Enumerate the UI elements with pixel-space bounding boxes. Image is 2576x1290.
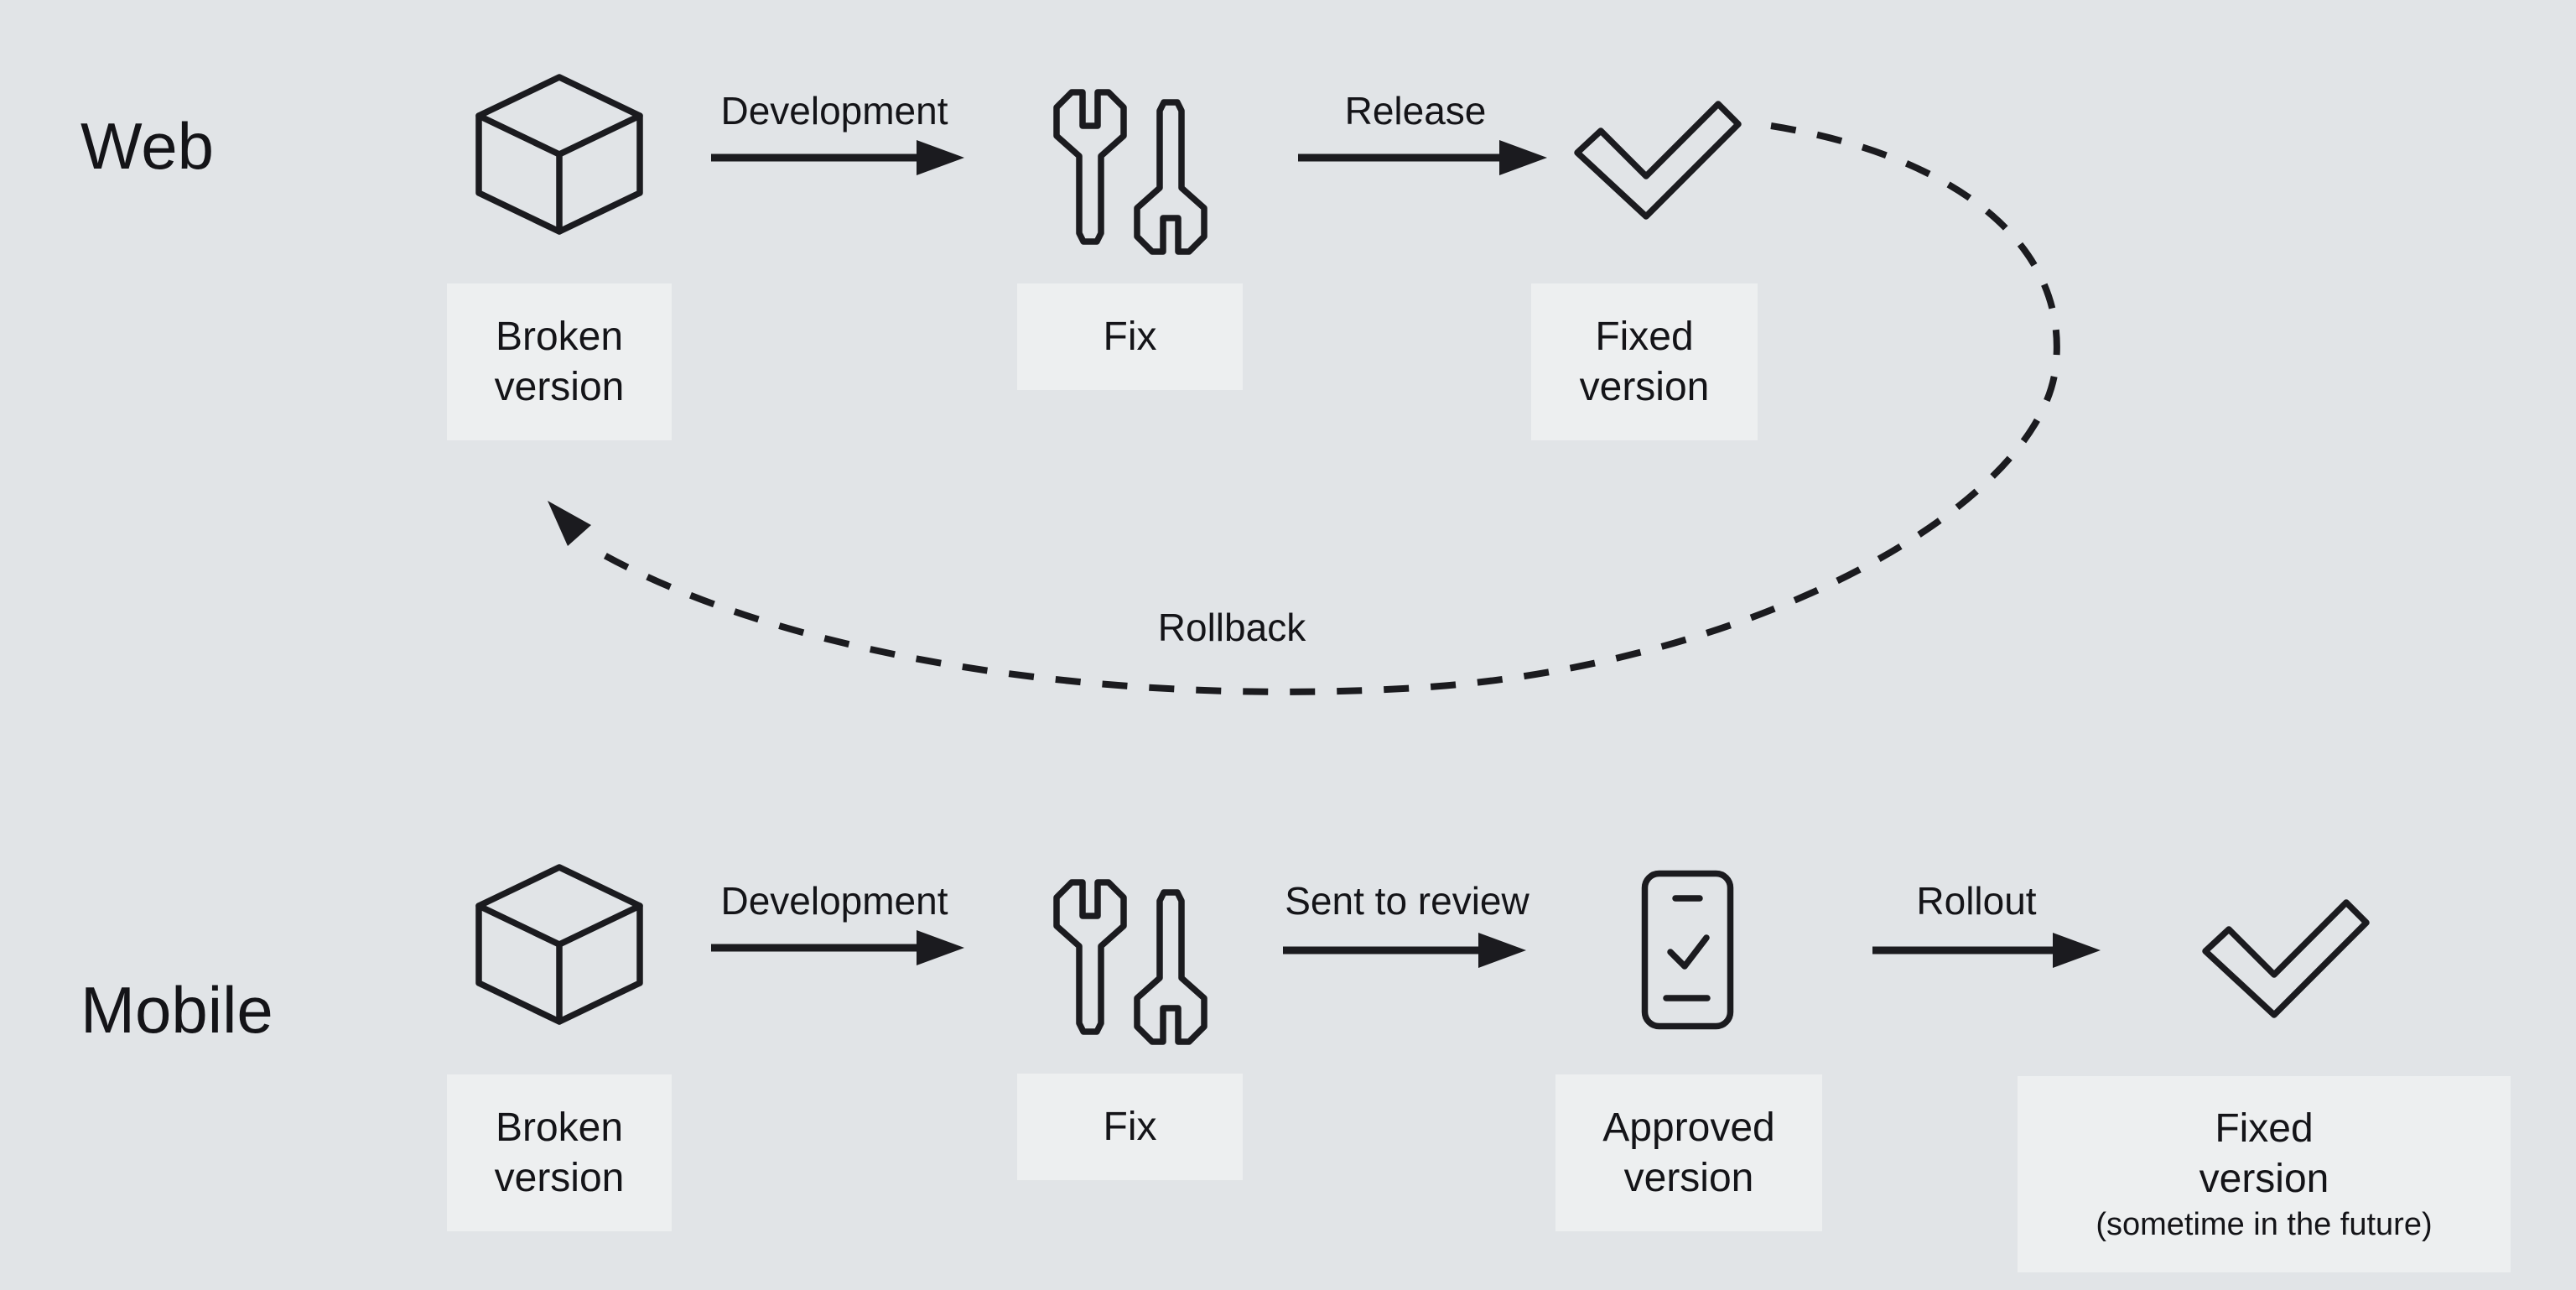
row-label-web: Web (80, 109, 214, 183)
web-fix-box: Fix (1017, 283, 1243, 390)
web-fixed-version-box: Fixed version (1531, 283, 1758, 440)
check-icon (1574, 101, 1742, 220)
arrow-right-icon (1283, 933, 1526, 968)
cube-icon (475, 864, 643, 1025)
check-icon (2202, 899, 2370, 1018)
box-label: version (494, 1155, 625, 1200)
box-label: Fix (1103, 1104, 1157, 1149)
mobile-approved-version-box: Approved version (1555, 1074, 1822, 1231)
arrow-right-icon (711, 140, 964, 175)
arrow-right-icon (711, 930, 964, 965)
box-label: Fix (1103, 314, 1157, 359)
arrow-right-icon (1298, 140, 1547, 175)
mobile-broken-version-box: Broken version (447, 1074, 672, 1231)
box-label: version (2199, 1157, 2329, 1201)
mobile-fixed-version-box: Fixed version (sometime in the future) (2018, 1076, 2511, 1272)
row-label-mobile: Mobile (80, 973, 273, 1047)
web-broken-version-box: Broken version (447, 283, 672, 440)
cube-icon (475, 74, 643, 235)
box-label: Broken (495, 314, 624, 359)
mobile-development-arrow-label: Development (720, 879, 948, 923)
mobile-rollout-arrow-label: Rollout (1916, 879, 2037, 923)
box-label: Broken (495, 1105, 624, 1150)
box-label: Fixed (1595, 314, 1694, 359)
mobile-fix-box: Fix (1017, 1074, 1243, 1180)
arrow-right-icon (1872, 933, 2101, 968)
web-rollback-arrow-label: Rollback (1157, 606, 1306, 649)
web-release-arrow-label: Release (1344, 89, 1487, 133)
wrenches-icon (1053, 879, 1208, 1045)
box-label: version (494, 364, 625, 409)
phone-check-icon (1641, 870, 1734, 1030)
dashed-arc-arrow-icon (548, 122, 2060, 695)
mobile-sent-to-review-arrow-label: Sent to review (1285, 879, 1530, 923)
box-label: version (1579, 364, 1710, 409)
box-label: Approved (1602, 1105, 1775, 1150)
box-note: (sometime in the future) (2096, 1207, 2433, 1242)
web-development-arrow-label: Development (720, 89, 948, 133)
box-label: version (1623, 1155, 1754, 1200)
box-label: Fixed (2215, 1106, 2314, 1151)
wrenches-icon (1053, 89, 1208, 255)
